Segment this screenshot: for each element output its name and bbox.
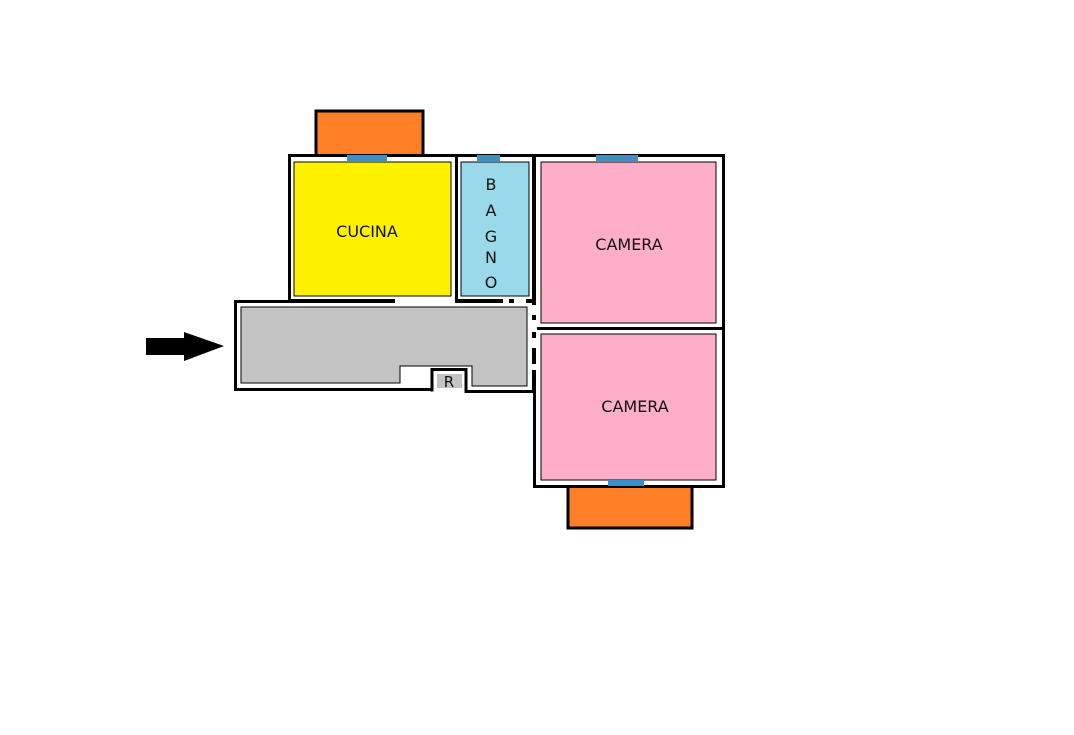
kitchen-label: CUCINA (336, 222, 398, 241)
balcony-bottom (566, 483, 694, 530)
windows (347, 155, 644, 486)
svg-text:A: A (486, 201, 497, 220)
bedroom1-label: CAMERA (595, 235, 663, 254)
bathroom-floor (460, 161, 530, 297)
bedroom1-floor (540, 161, 717, 324)
storage-box (437, 374, 462, 388)
window (477, 155, 500, 161)
bedroom2-label: CAMERA (601, 397, 669, 416)
svg-text:O: O (485, 273, 498, 292)
arrow-right-icon (146, 332, 224, 361)
doors (395, 299, 537, 370)
storage-label: R (444, 373, 454, 391)
window (596, 155, 638, 161)
svg-text:G: G (485, 227, 497, 246)
window (608, 480, 644, 486)
balcony-top (314, 109, 425, 158)
bathroom-label: B A G N O (485, 175, 498, 292)
bedroom2-floor (540, 333, 717, 481)
hallway-floor (240, 306, 528, 387)
svg-text:N: N (485, 248, 497, 267)
kitchen-floor (293, 161, 452, 297)
svg-text:B: B (486, 175, 497, 194)
window (347, 155, 387, 161)
